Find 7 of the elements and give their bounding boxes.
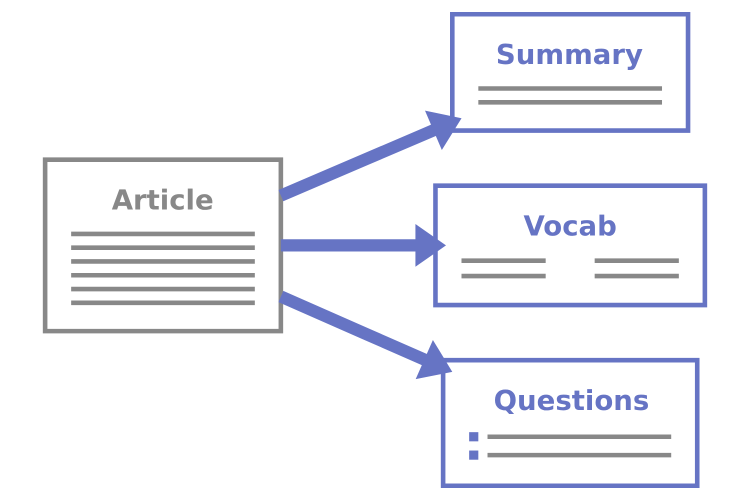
node-box: Vocab bbox=[433, 183, 708, 308]
arrow bbox=[280, 224, 446, 267]
node-box: Summary bbox=[450, 12, 690, 133]
node-box: Article bbox=[42, 157, 284, 334]
node-box: Questions bbox=[440, 358, 700, 488]
arrow bbox=[278, 290, 452, 380]
arrow bbox=[278, 110, 462, 202]
